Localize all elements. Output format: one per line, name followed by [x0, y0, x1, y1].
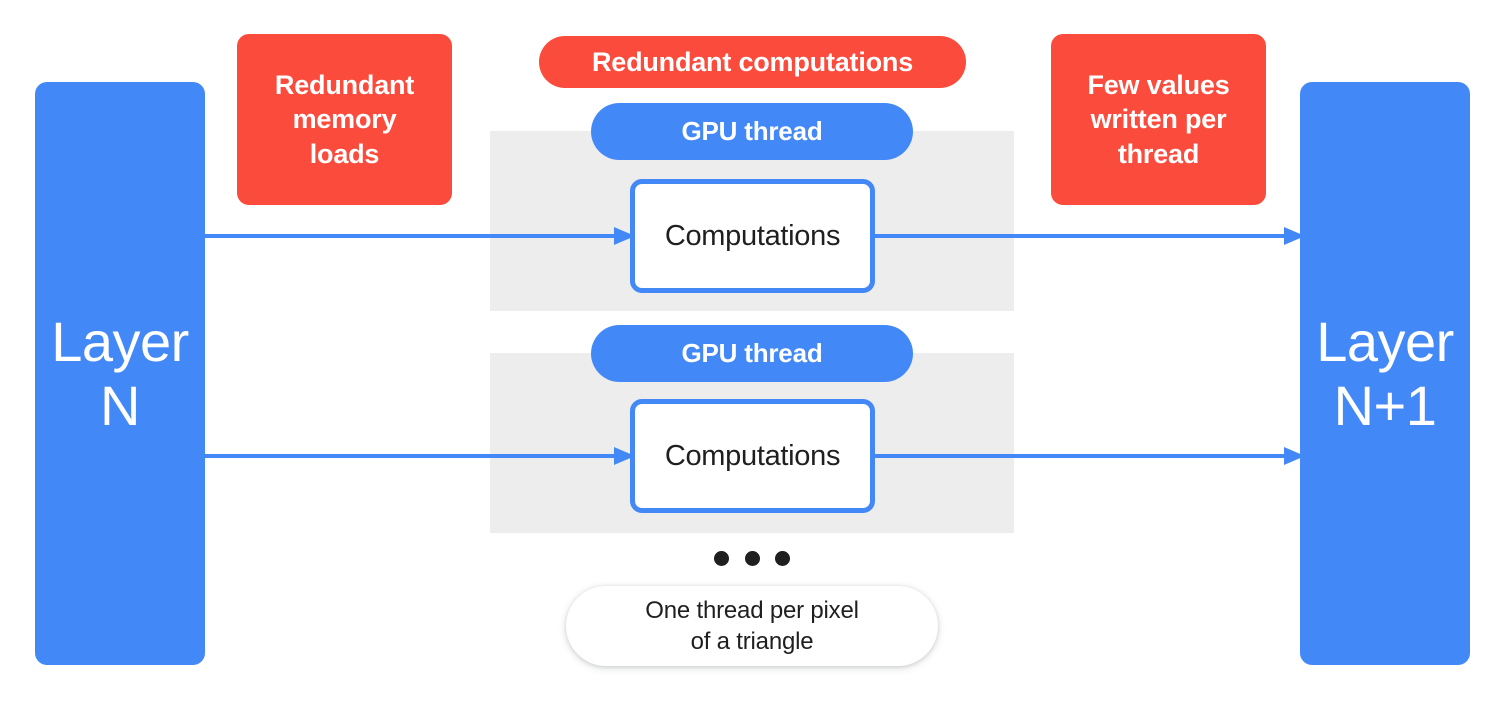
ellipsis-dots	[714, 550, 790, 566]
callout-few-values-written: Few values written per thread	[1051, 34, 1266, 205]
note-one-thread-per-pixel: One thread per pixel of a triangle	[566, 586, 938, 666]
computations-box-1: Computations	[630, 179, 875, 293]
gpu-thread-pill-2: GPU thread	[591, 325, 913, 382]
callout-redundant-computations: Redundant computations	[539, 36, 966, 88]
callout-redundant-memory-loads: Redundant memory loads	[237, 34, 452, 205]
ellipsis-dot	[744, 550, 760, 566]
computations-box-2: Computations	[630, 399, 875, 513]
gpu-thread-pill-1: GPU thread	[591, 103, 913, 160]
layer-n-box: Layer N	[35, 82, 205, 665]
ellipsis-dot	[714, 550, 729, 566]
ellipsis-dot	[775, 550, 790, 566]
layer-n-plus-1-box: Layer N+1	[1300, 82, 1470, 665]
